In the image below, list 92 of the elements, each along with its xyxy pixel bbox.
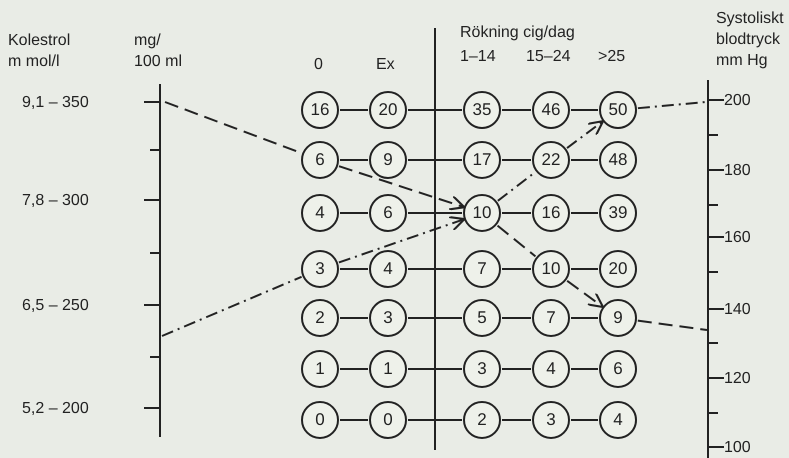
axis-title: Kolestrol m mol/l (8, 31, 72, 72)
risk-circle: 2 (463, 401, 501, 439)
connector-line (571, 109, 598, 111)
risk-circle: 39 (599, 194, 637, 232)
risk-circle: 20 (599, 250, 637, 288)
risk-circle: 50 (599, 91, 637, 129)
risk-circle: 4 (532, 350, 570, 388)
risk-circle: 3 (369, 299, 407, 337)
connector-line (340, 317, 368, 319)
risk-circle: 6 (369, 194, 407, 232)
risk-circle: 3 (301, 250, 339, 288)
tick-label: 200 (724, 91, 751, 111)
reading-line (496, 224, 536, 258)
risk-circle: 1 (301, 350, 339, 388)
risk-circle: 4 (599, 401, 637, 439)
connector-line (502, 317, 531, 319)
tick-label: 160 (724, 228, 751, 248)
connector-line (571, 268, 598, 270)
reading-line (338, 165, 466, 211)
connector-line (408, 268, 462, 270)
column-header: 15–24 (526, 47, 570, 67)
risk-circle: 7 (532, 299, 570, 337)
risk-circle: 22 (532, 141, 570, 179)
connector-line (571, 419, 598, 421)
connector-line (408, 368, 462, 370)
risk-circle: 0 (301, 401, 339, 439)
risk-circle: 2 (301, 299, 339, 337)
risk-circle: 4 (369, 250, 407, 288)
connector-line (340, 212, 368, 214)
risk-circle: 0 (369, 401, 407, 439)
risk-circle: 3 (463, 350, 501, 388)
connector-line (571, 317, 598, 319)
risk-circle: 46 (532, 91, 570, 129)
column-header: Ex (376, 55, 395, 75)
risk-circle: 17 (463, 141, 501, 179)
connector-line (408, 419, 462, 421)
reading-line (566, 280, 604, 308)
connector-line (340, 419, 368, 421)
reading-line (638, 320, 708, 331)
scale-title: Rökning cig/dag (460, 23, 575, 43)
connector-line (502, 268, 531, 270)
connector-line (340, 368, 368, 370)
reading-line (338, 216, 466, 264)
tick-label: 7,8 – 300 (22, 191, 89, 211)
risk-circle: 3 (532, 401, 570, 439)
reading-line (638, 101, 706, 110)
tick-label: 120 (724, 369, 751, 389)
cholesterol-axis (144, 84, 161, 437)
tick-label: 180 (724, 161, 751, 181)
connector-line (502, 212, 531, 214)
tick-label: 6,5 – 250 (22, 296, 89, 316)
connector-line (571, 368, 598, 370)
risk-circle: 5 (463, 299, 501, 337)
connector-line (408, 159, 462, 161)
risk-circle: 6 (599, 350, 637, 388)
reading-line (162, 276, 302, 337)
axis-title: Systoliskt blodtryck mm Hg (716, 9, 785, 71)
column-header: 1–14 (460, 47, 496, 67)
risk-circle: 6 (301, 141, 339, 179)
blood-pressure-axis (707, 80, 724, 458)
connector-line (340, 109, 368, 111)
connector-line (502, 109, 531, 111)
risk-circle: 16 (532, 194, 570, 232)
tick-label: 5,2 – 200 (22, 399, 89, 419)
tick-label: 140 (724, 300, 751, 320)
connector-line (340, 268, 368, 270)
risk-circle: 4 (301, 194, 339, 232)
connector-line (408, 212, 462, 214)
unit-label: mg/ 100 ml (134, 31, 184, 72)
risk-circle: 35 (463, 91, 501, 129)
reading-line (566, 120, 604, 149)
risk-circle: 10 (463, 194, 501, 232)
column-header: >25 (598, 47, 626, 67)
column-header: 0 (314, 55, 323, 75)
risk-circle: 48 (599, 141, 637, 179)
risk-circle: 10 (532, 250, 570, 288)
connector-line (408, 317, 462, 319)
connector-line (502, 419, 531, 421)
risk-circle: 9 (599, 299, 637, 337)
risk-circle: 1 (369, 350, 407, 388)
connector-line (571, 159, 598, 161)
risk-circle: 16 (301, 91, 339, 129)
connector-line (340, 159, 368, 161)
connector-line (408, 109, 462, 111)
connector-line (502, 159, 531, 161)
connector-line (571, 212, 598, 214)
tick-label: 100 (724, 438, 751, 458)
risk-circle: 9 (369, 141, 407, 179)
tick-label: 9,1 – 350 (22, 93, 89, 113)
risk-circle: 7 (463, 250, 501, 288)
risk-circle: 20 (369, 91, 407, 129)
connector-line (502, 368, 531, 370)
